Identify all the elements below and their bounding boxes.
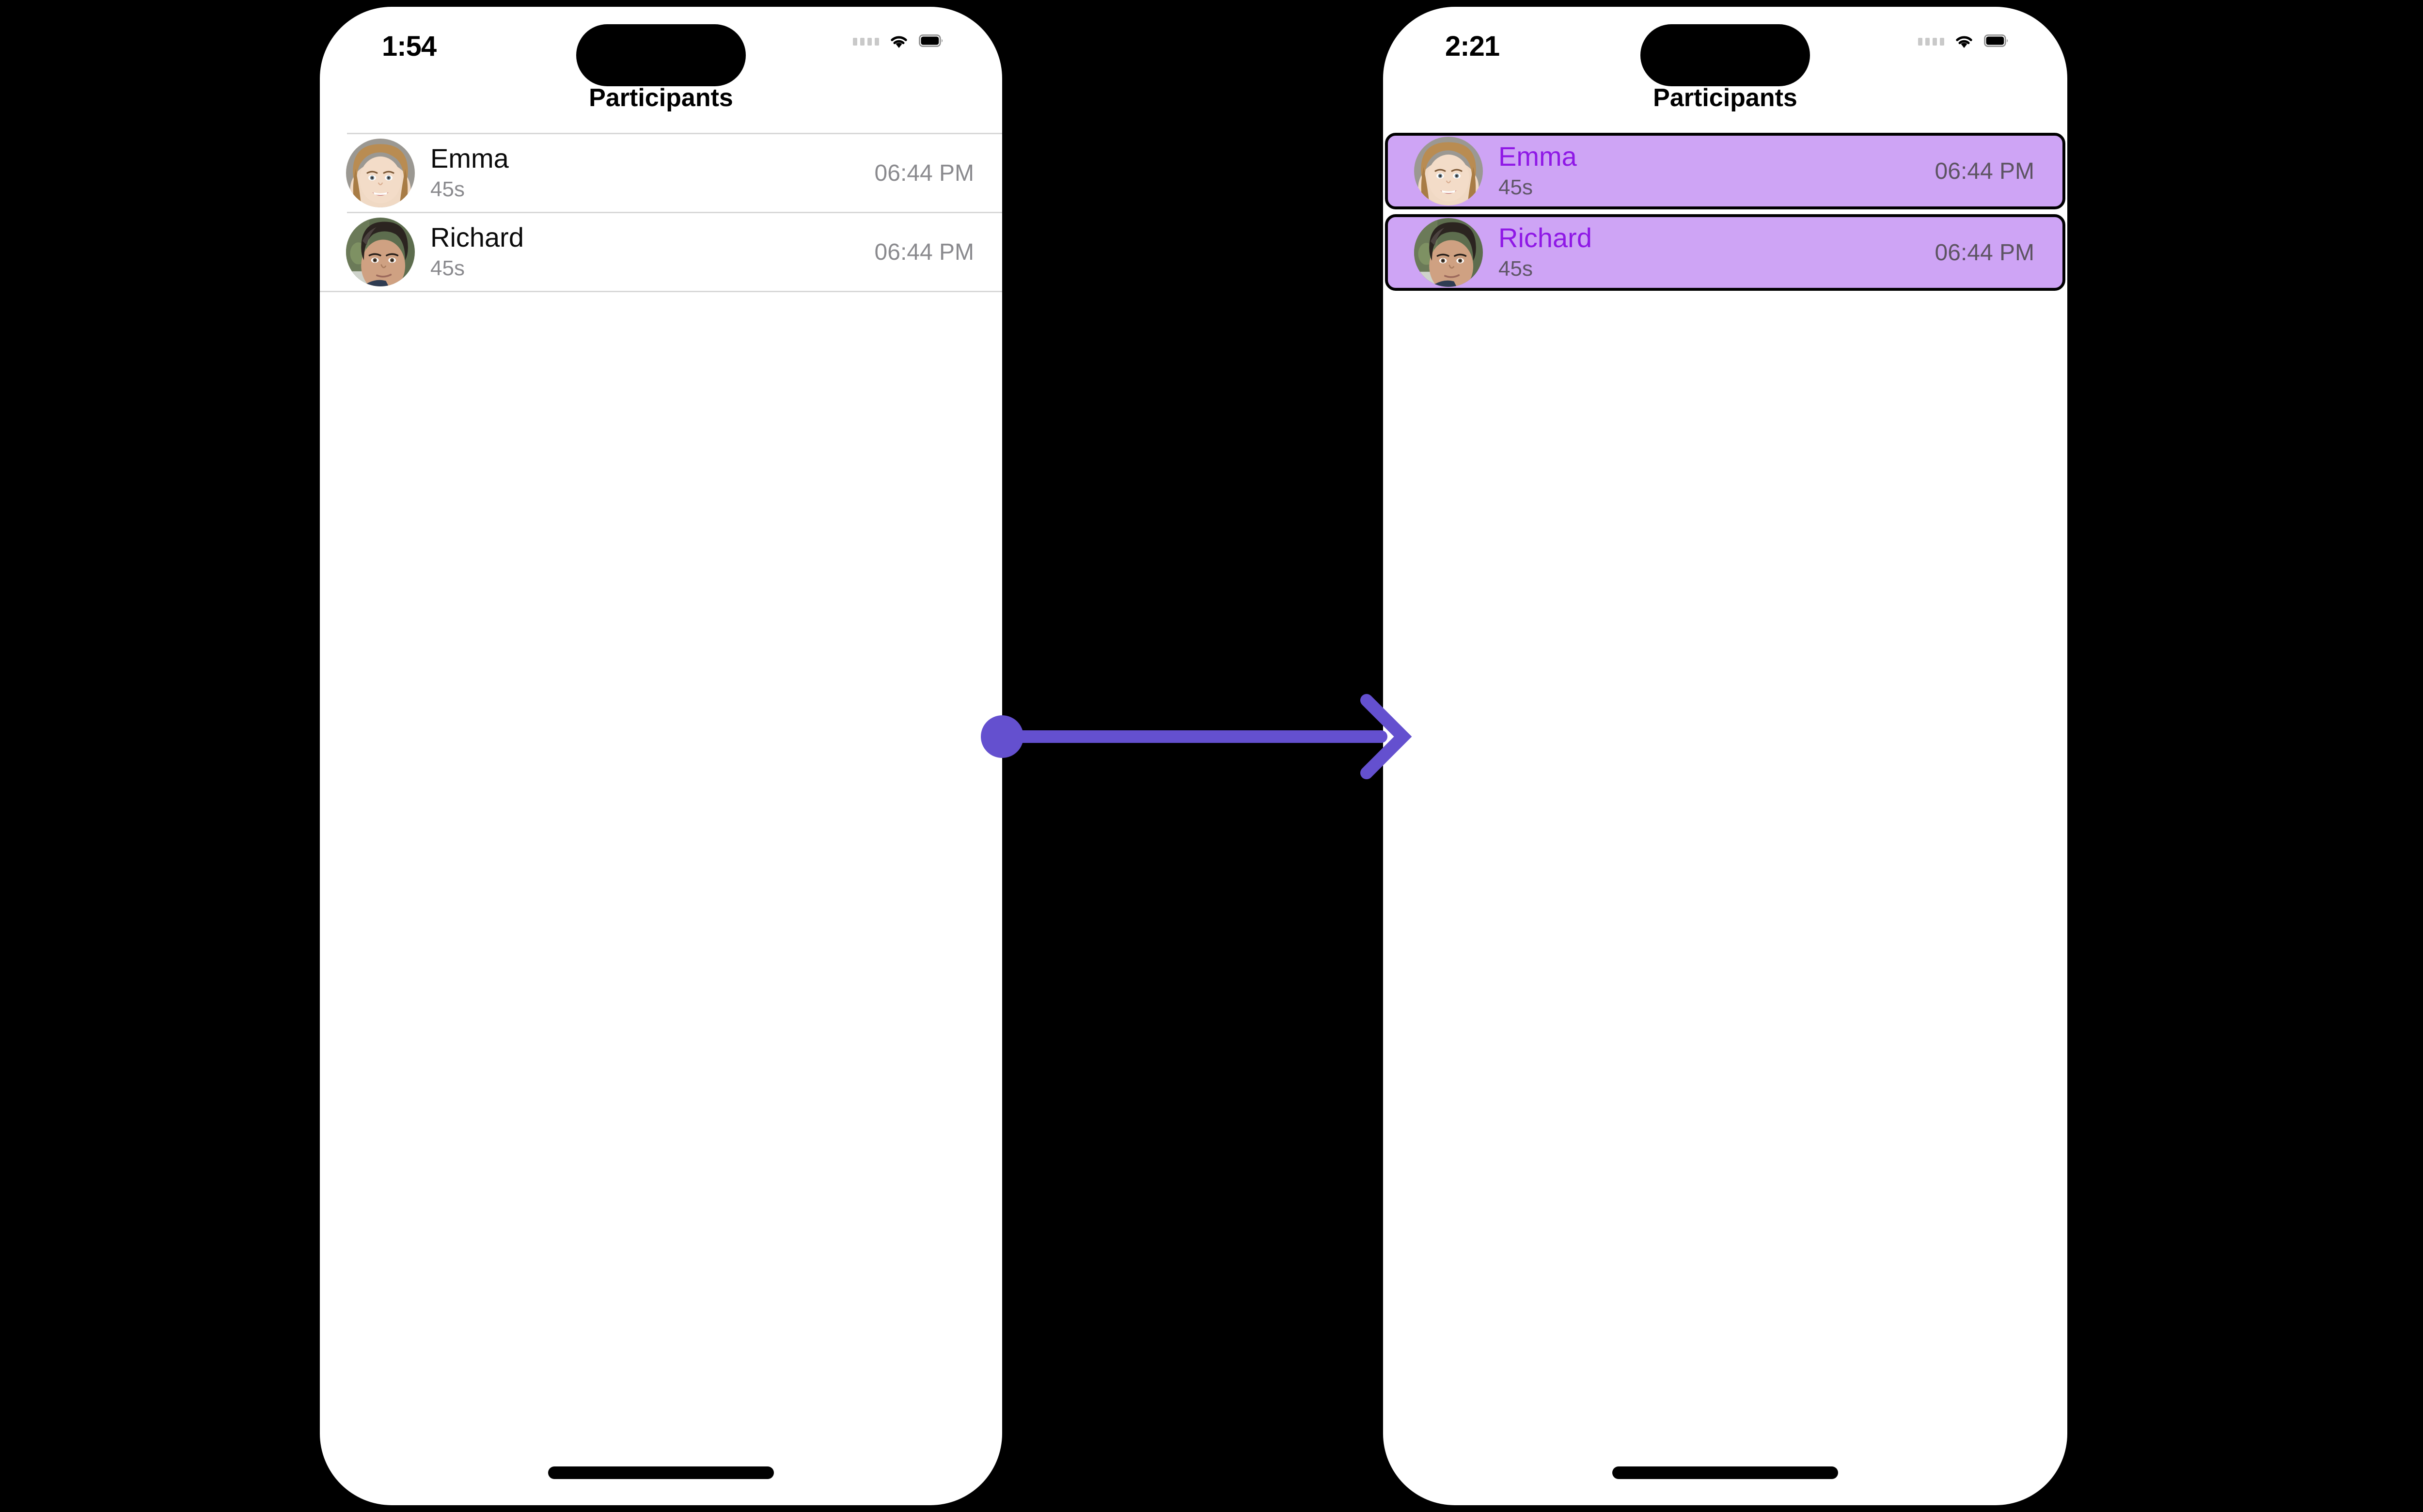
list-separator [347, 133, 1002, 134]
participant-duration: 45s [1498, 256, 1533, 281]
avatar-richard [346, 218, 415, 286]
avatar-emma [346, 139, 415, 207]
phone-screen-before: 1:54 Participants [320, 7, 1002, 1505]
participant-row-emma[interactable]: Emma 45s 06:44 PM [320, 134, 1002, 212]
signal-bars-icon [853, 37, 879, 46]
status-bar-indicators [1918, 32, 2009, 52]
participant-row-richard[interactable]: Richard 45s 06:44 PM [1385, 214, 2065, 291]
page-title: Participants [1653, 84, 1797, 112]
avatar-emma [1414, 137, 1483, 205]
participants-list: Emma 45s 06:44 PM [320, 133, 1002, 292]
status-bar-time: 2:21 [1445, 31, 1500, 62]
participant-duration: 45s [430, 256, 465, 280]
participant-info: Richard 45s [430, 223, 875, 281]
wifi-icon [888, 32, 910, 52]
home-indicator [548, 1466, 774, 1479]
participant-time: 06:44 PM [1935, 158, 2034, 184]
page-title: Participants [589, 84, 733, 112]
avatar-richard [1414, 218, 1483, 287]
list-separator [320, 291, 1002, 292]
battery-full-icon [919, 33, 944, 50]
participant-time: 06:44 PM [1935, 239, 2034, 266]
list-separator [347, 212, 1002, 213]
participant-name: Emma [1498, 141, 1577, 172]
participant-row-richard[interactable]: Richard 45s 06:44 PM [320, 213, 1002, 291]
participant-info: Emma 45s [1498, 142, 1935, 200]
phone-screen-after: 2:21 Participants [1383, 7, 2067, 1505]
participant-row-emma[interactable]: Emma 45s 06:44 PM [1385, 133, 2065, 209]
battery-full-icon [1984, 33, 2009, 50]
participant-name: Emma [430, 142, 509, 173]
action-arrow-annotation [979, 678, 1425, 800]
participant-name: Richard [430, 221, 524, 252]
participant-time: 06:44 PM [874, 239, 974, 265]
dynamic-island [576, 24, 746, 86]
nav-bar: Participants [320, 80, 1002, 122]
wifi-icon [1953, 32, 1975, 52]
status-bar-time: 1:54 [382, 31, 437, 62]
participant-info: Emma 45s [430, 144, 875, 202]
home-indicator [1612, 1466, 1838, 1479]
participant-time: 06:44 PM [874, 160, 974, 186]
participant-duration: 45s [1498, 175, 1533, 199]
participant-info: Richard 45s [1498, 222, 1935, 282]
participant-name: Richard [1498, 222, 1592, 253]
dynamic-island [1640, 24, 1810, 86]
participant-duration: 45s [430, 177, 465, 201]
status-bar-indicators [853, 32, 944, 52]
status-bar: 2:21 [1383, 7, 2067, 86]
status-bar: 1:54 [320, 7, 1002, 86]
signal-bars-icon [1918, 37, 1944, 46]
participants-list: Emma 45s 06:44 PM [1383, 133, 2067, 291]
nav-bar: Participants [1383, 80, 2067, 122]
